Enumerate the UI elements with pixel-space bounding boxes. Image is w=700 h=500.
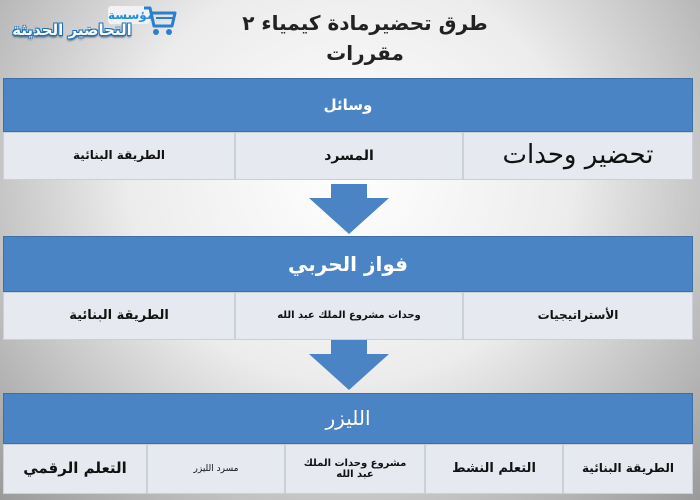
panel-cell: مشروع وحدات الملك عبد الله (285, 444, 425, 494)
page-title: طرق تحضيرمادة كيمياء ٢ مقررات (242, 11, 488, 65)
panel-header: فواز الحربي (3, 236, 693, 292)
panel-header: الليزر (3, 393, 693, 444)
panel-cell: التعلم الرقمي (3, 444, 147, 494)
panel-cell: تحضير وحدات (463, 132, 693, 180)
panel-cell: مسرد الليزر (147, 444, 285, 494)
panel-cell: التعلم النشط (425, 444, 563, 494)
down-arrow-icon (309, 184, 389, 234)
panel-cell: الطريقة البنائية (3, 292, 235, 340)
panel-laser: الليزر الطريقة البنائية التعلم النشط مشر… (3, 393, 693, 494)
shopping-cart-icon (144, 6, 177, 35)
panel-cell: الطريقة البنائية (563, 444, 693, 494)
logo-top-text: مؤسسة (108, 6, 155, 24)
panel-cell: وحدات مشروع الملك عبد الله (235, 292, 463, 340)
panel-wasail: وسائل تحضير وحدات المسرد الطريقة البنائي… (3, 78, 693, 180)
panel-cell: الأستراتيجيات (463, 292, 693, 340)
panel-header: وسائل (3, 78, 693, 132)
panel-cell: الطريقة البنائية (3, 132, 235, 180)
panel-fawaz: فواز الحربي الأستراتيجيات وحدات مشروع ال… (3, 236, 693, 340)
down-arrow-icon (309, 340, 389, 390)
logo-main-text: التحاضير الحديثة (12, 21, 132, 39)
logo: مؤسسة التحاضير الحديثة (0, 0, 180, 44)
panel-cell: المسرد (235, 132, 463, 180)
